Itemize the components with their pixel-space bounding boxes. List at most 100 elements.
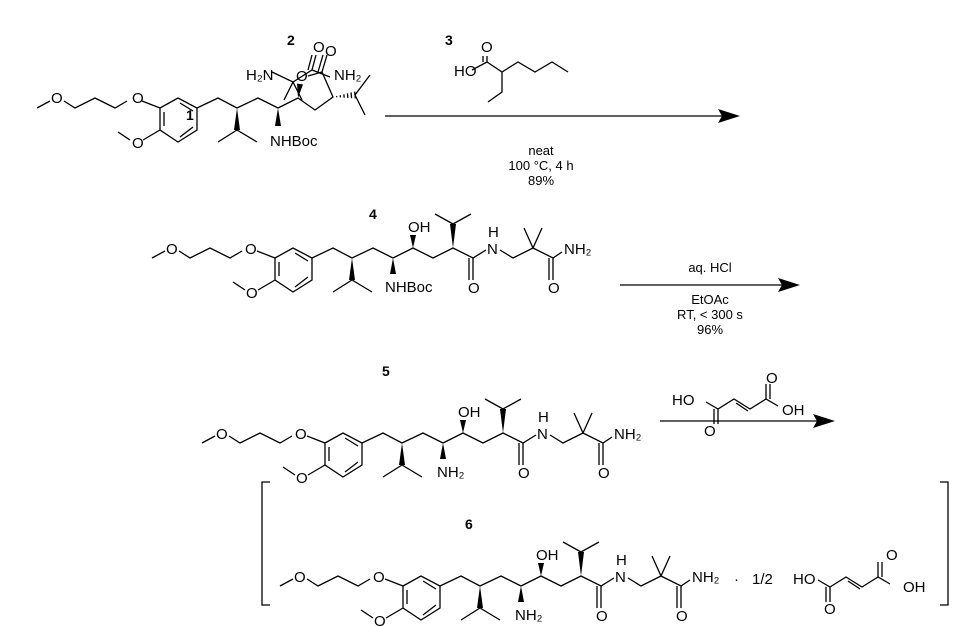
wedge-bond xyxy=(450,224,456,248)
atom-label: O xyxy=(598,465,610,482)
bond xyxy=(307,464,326,476)
bond xyxy=(294,276,309,288)
atom-label: H xyxy=(488,224,499,241)
bond xyxy=(573,412,584,434)
bond xyxy=(317,54,324,73)
condition-text: RT, < 300 s xyxy=(677,307,743,322)
bond xyxy=(151,250,166,259)
bond xyxy=(159,97,198,143)
bond xyxy=(460,607,501,621)
bond xyxy=(196,97,279,109)
atom-label: H₂N xyxy=(246,67,274,84)
reaction-arrow-2: aq. HCl EtOAc RT, < 300 s 96% xyxy=(620,260,800,337)
atom-label: O xyxy=(481,39,493,56)
wedge-bond xyxy=(275,108,281,126)
atom-label: O xyxy=(596,608,608,625)
bond xyxy=(307,54,313,71)
yield-text: 96% xyxy=(697,322,723,337)
bond xyxy=(735,402,749,412)
wedge-bond xyxy=(410,235,416,248)
wedge-bond xyxy=(477,586,483,608)
atom-label: HO xyxy=(454,63,477,80)
bond xyxy=(306,435,326,444)
bond xyxy=(321,54,328,73)
fumaric-acid-counterion: HO O O OH xyxy=(793,547,926,618)
bond xyxy=(354,91,356,99)
atom-label: O xyxy=(824,601,836,618)
atom-label: OH xyxy=(903,579,926,596)
atom-label: HO xyxy=(793,571,816,588)
atom-label: O xyxy=(886,547,898,564)
bond xyxy=(63,97,128,109)
bond xyxy=(549,432,613,444)
bond xyxy=(422,604,437,616)
condition-text: EtOAc xyxy=(691,292,729,307)
bond xyxy=(392,247,487,259)
bond xyxy=(350,92,353,99)
atom-label: OH xyxy=(536,547,559,564)
bond xyxy=(582,412,593,434)
atom-label: NH₂ xyxy=(334,67,362,84)
bond xyxy=(279,578,294,587)
atom-label: NHBoc xyxy=(385,279,433,296)
atom-label: O xyxy=(296,470,308,487)
atom-label: O xyxy=(246,285,258,302)
bond xyxy=(292,81,303,101)
compound-number: 2 xyxy=(287,32,295,48)
condition-text: 100 °C, 4 h xyxy=(508,158,573,173)
bond xyxy=(439,575,522,587)
wedge-bond xyxy=(440,443,446,459)
atom-label: O xyxy=(245,241,257,258)
bond xyxy=(232,281,246,291)
atom-label: O xyxy=(325,43,337,60)
bond xyxy=(311,247,394,259)
bond xyxy=(705,398,779,410)
wedge-bond xyxy=(538,563,544,576)
compound-1-skeleton xyxy=(36,54,371,143)
atom-label: O xyxy=(294,569,306,586)
atom-label: NH₂ xyxy=(564,241,592,258)
reaction-arrow-3: HO O O OH xyxy=(660,370,835,440)
bond xyxy=(847,580,861,590)
bond xyxy=(201,435,216,444)
bond xyxy=(294,252,309,262)
atom-label: N xyxy=(537,426,548,443)
compound-number: 4 xyxy=(369,206,377,222)
compound-number: 1 xyxy=(186,107,194,123)
bond xyxy=(178,247,243,259)
bond xyxy=(660,555,671,577)
bond xyxy=(422,580,437,590)
bond xyxy=(324,432,363,478)
wedge-bond xyxy=(578,552,584,576)
bond xyxy=(385,607,404,619)
bond xyxy=(179,102,194,112)
bond xyxy=(520,575,615,587)
bond xyxy=(651,555,662,577)
compound-1: 1 O O O NHBoc O O xyxy=(36,43,371,152)
atom-label: HO xyxy=(672,392,695,409)
bond xyxy=(117,131,131,141)
compound-4: 4 O O O NHBoc OH H N O O NH₂ xyxy=(151,206,592,302)
bond xyxy=(282,466,296,476)
atom-label: H xyxy=(538,409,549,426)
bond xyxy=(228,432,293,444)
bond xyxy=(311,54,317,71)
bond xyxy=(487,72,503,103)
bond xyxy=(361,432,444,444)
atom-label: O xyxy=(766,370,778,387)
bond xyxy=(297,71,334,111)
reaction-arrow-1: neat 100 °C, 4 h 89% xyxy=(385,109,740,188)
atom-label: O xyxy=(373,569,385,586)
bond xyxy=(434,213,472,225)
atom-label: OH xyxy=(458,404,481,421)
atom-label: O xyxy=(468,280,480,297)
bond xyxy=(562,541,600,553)
atom-label: O xyxy=(51,90,63,107)
bond xyxy=(283,81,294,101)
atom-label: NH₂ xyxy=(692,569,720,586)
atom-label: OH xyxy=(408,219,431,236)
bond xyxy=(532,227,543,249)
atom-label: NH₂ xyxy=(437,464,465,481)
compound-number: 6 xyxy=(465,516,473,532)
bond xyxy=(142,129,161,141)
